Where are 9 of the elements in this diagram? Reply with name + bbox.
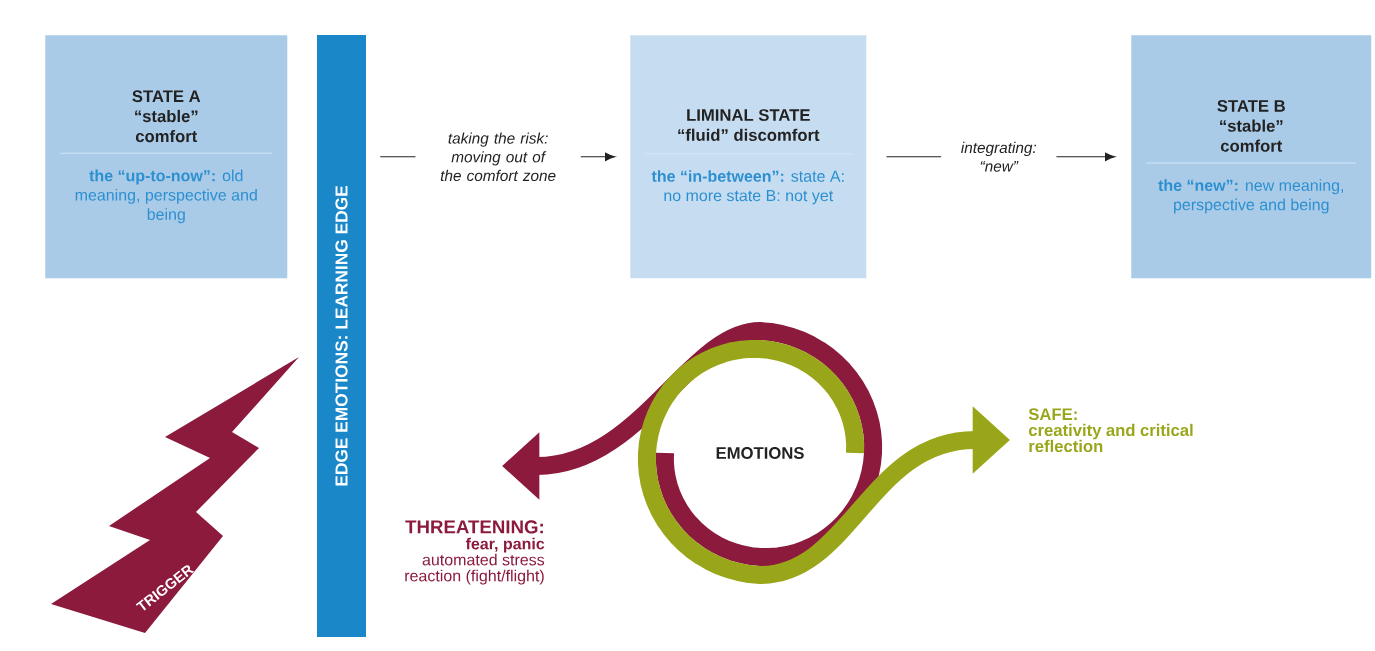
edge-label: taking the risk: moving out of the comfort zone (415, 129, 581, 184)
edge-label: integrating: “new” (941, 139, 1057, 175)
outcome-text: SAFE: creativity and critical reflection (1028, 408, 1193, 453)
state-box: STATE B “stable” comfort the “new”: new meaning, perspective and being (1131, 35, 1372, 279)
center-label: EMOTIONS (716, 447, 804, 459)
outcome-text: THREATENING: fear, panic automated stress reaction (fight/flight) (405, 520, 545, 585)
state-box: LIMINAL STATE “fluid” discomfort the “in-between”: state A: no more state B: not yet (630, 35, 867, 279)
state-box: STATE A “stable” comfort the “up-to-now”: old meaning, perspective and being (45, 35, 288, 279)
edge-bar: EDGE EMOTIONS: LEARNING EDGE (317, 35, 366, 637)
